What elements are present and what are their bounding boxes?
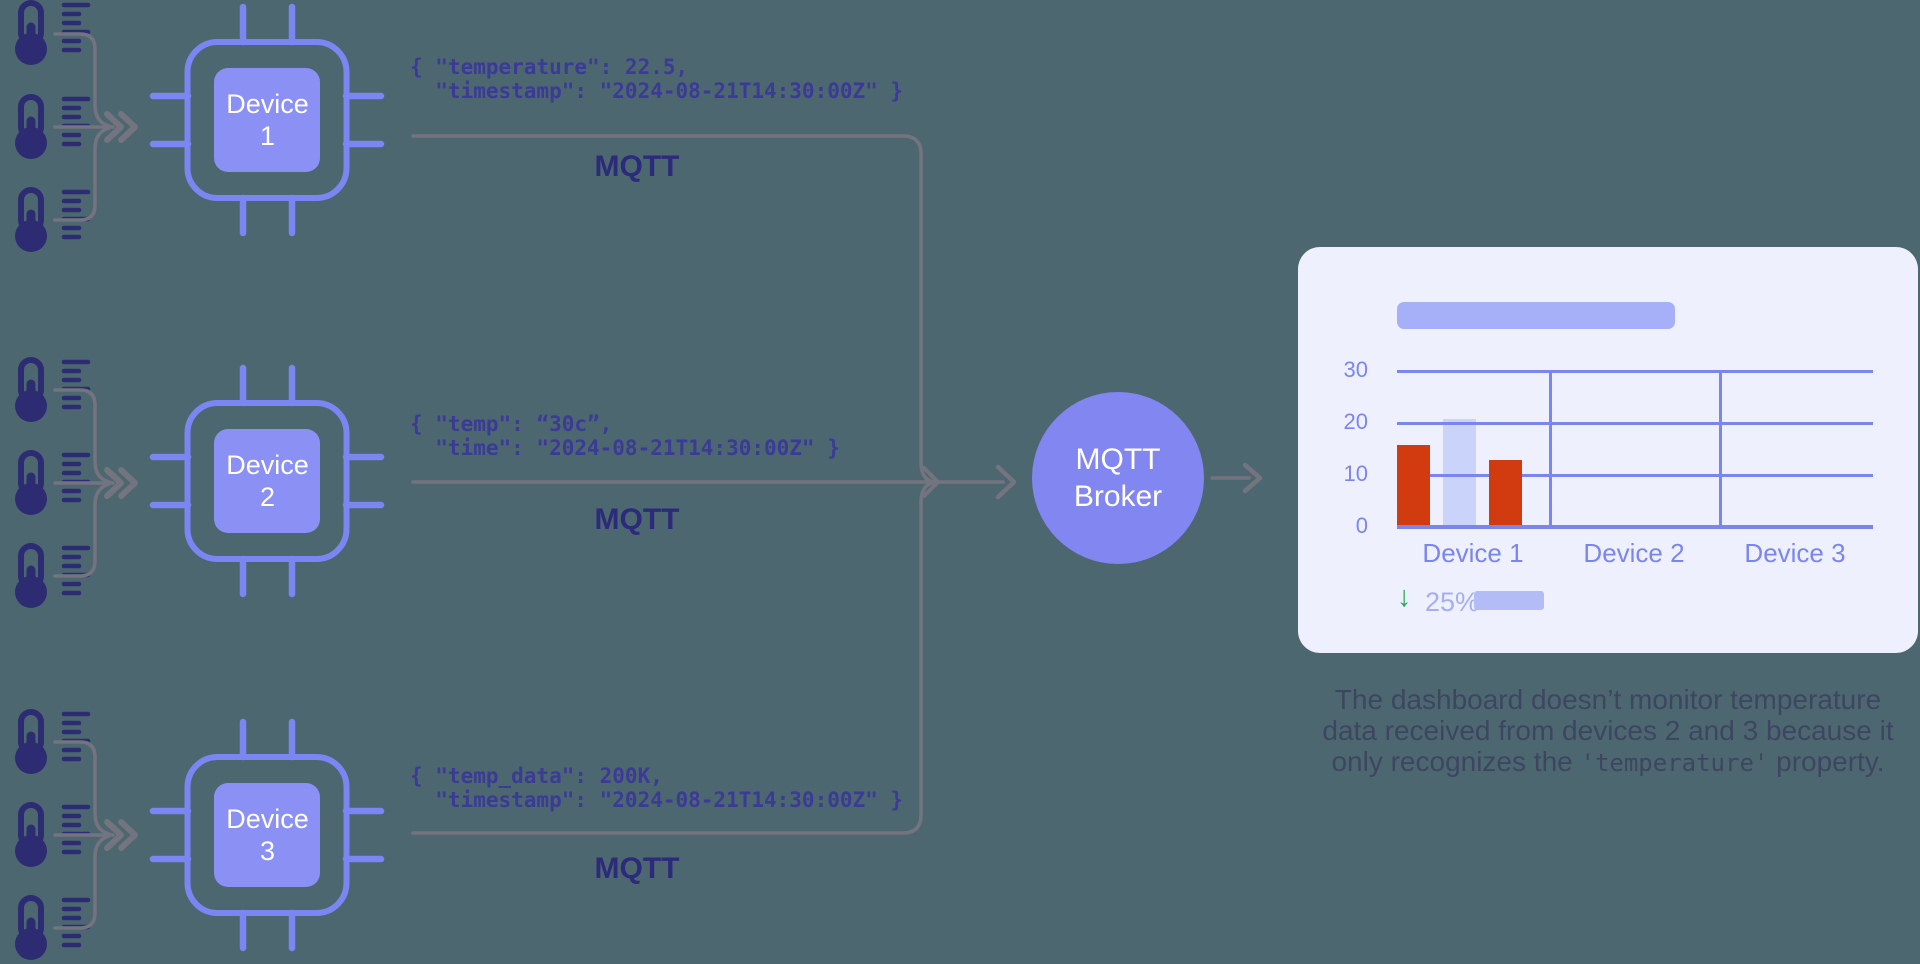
x-axis-label-device-3: Device 3 — [1744, 538, 1846, 568]
gridline-20 — [1397, 422, 1873, 425]
bar-plot — [1397, 370, 1873, 530]
x-axis-label-device-2: Device 2 — [1583, 538, 1685, 568]
device-number: 2 — [259, 482, 276, 512]
caption-code-temperature: 'temperature' — [1580, 749, 1769, 777]
mqtt-broker-node: MQTT Broker — [1032, 392, 1204, 564]
bar — [1489, 460, 1522, 528]
broker-label-line2: Broker — [1073, 480, 1163, 513]
y-axis-tick-label: 30 — [1343, 357, 1368, 382]
device-name: Device — [226, 450, 309, 480]
y-axis-tick-label: 0 — [1355, 513, 1368, 538]
trend-value: 25% — [1425, 587, 1480, 617]
payload-json-device-1: { "temperature": 22.5, "timestamp": "202… — [410, 55, 904, 103]
y-axis-tick-label: 20 — [1343, 409, 1368, 434]
device-name: Device — [226, 804, 309, 834]
trend-down-icon: ↓ — [1397, 581, 1412, 613]
mqtt-protocol-label: MQTT — [594, 503, 680, 536]
device-3-label: Device 3 — [214, 783, 321, 887]
dashboard-arrow-icon — [1242, 462, 1263, 494]
category-divider — [1719, 371, 1722, 528]
broker-label-line1: MQTT — [1075, 443, 1161, 476]
broker-in-arrow-icon — [995, 464, 1017, 500]
connector-device-1 — [411, 134, 938, 484]
mqtt-protocol-label: MQTT — [594, 150, 680, 183]
gridline-30 — [1397, 370, 1873, 373]
x-axis-label-device-1: Device 1 — [1422, 538, 1524, 568]
caption: The dashboard doesn’t monitor temperatur… — [1288, 684, 1920, 779]
caption-line-2: data received from devices 2 and 3 becau… — [1322, 715, 1894, 746]
device-name: Device — [226, 89, 309, 119]
payload-json-device-2: { "temp": “30c”, "time": "2024-08-21T14:… — [410, 412, 840, 460]
device-1-label: Device 1 — [214, 68, 321, 172]
gridline-10 — [1397, 474, 1873, 477]
trend-legend-placeholder — [1474, 591, 1544, 610]
y-axis-tick-label: 10 — [1343, 461, 1368, 486]
chart-title-placeholder — [1397, 302, 1675, 329]
caption-line-1: The dashboard doesn’t monitor temperatur… — [1334, 684, 1882, 715]
device-number: 1 — [259, 121, 276, 151]
device-2-label: Device 2 — [214, 429, 321, 533]
x-axis-line — [1397, 525, 1873, 529]
device-number: 3 — [259, 836, 276, 866]
bar — [1397, 445, 1430, 528]
mqtt-protocol-label: MQTT — [594, 852, 680, 885]
category-divider — [1549, 371, 1552, 528]
dashboard-card: 30 20 10 0 Device 1 Device 2 Device 3 ↓ … — [1298, 247, 1918, 653]
payload-json-device-3: { "temp_data": 200K, "timestamp": "2024-… — [410, 764, 904, 812]
caption-line-3: only recognizes the 'temperature' proper… — [1331, 746, 1885, 777]
bar — [1443, 419, 1476, 528]
connector-device-3 — [411, 480, 938, 835]
